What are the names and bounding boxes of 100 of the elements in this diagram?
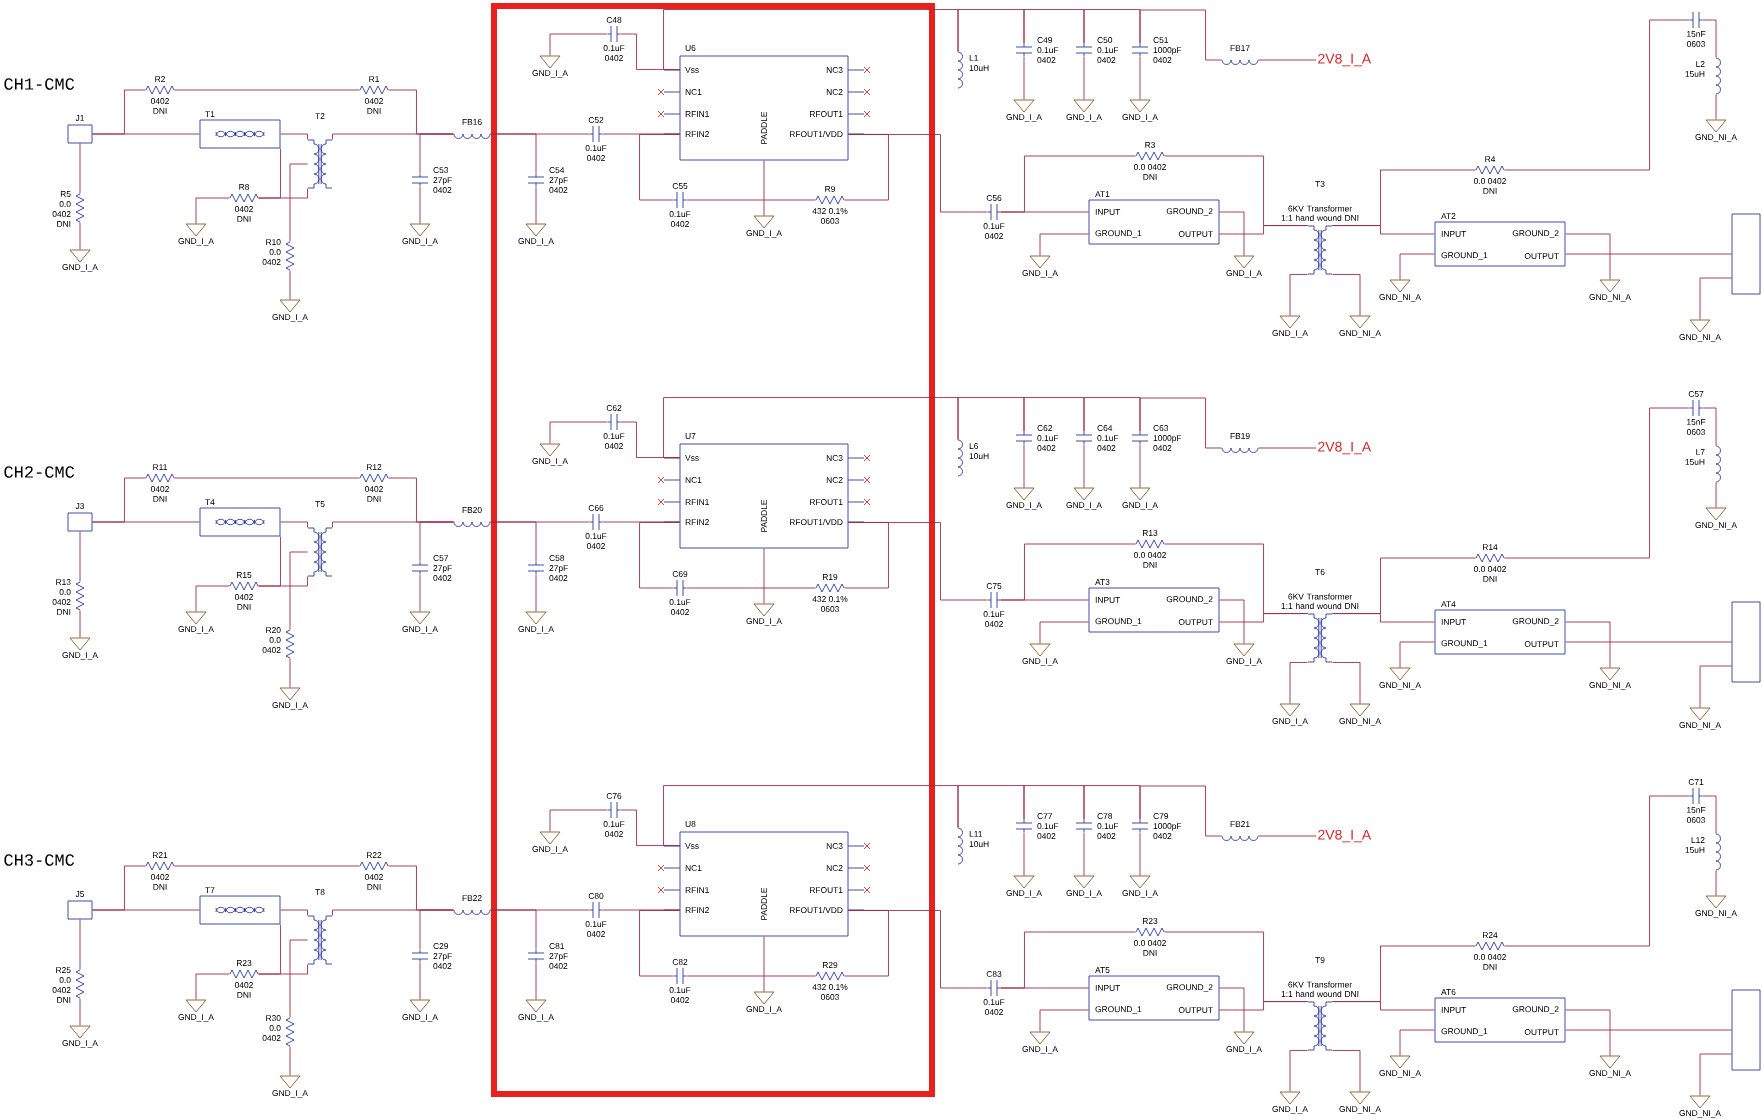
wire <box>848 134 988 213</box>
wire <box>258 188 308 199</box>
wire <box>1039 233 1089 256</box>
wire <box>195 197 230 224</box>
wire <box>763 936 765 992</box>
wire <box>1000 543 1136 601</box>
wire <box>1289 662 1308 704</box>
wire <box>1083 444 1085 488</box>
wire <box>848 910 988 989</box>
wire <box>1139 56 1141 100</box>
wire <box>1289 274 1308 316</box>
wire <box>686 975 816 977</box>
wire <box>1399 641 1435 668</box>
wire <box>1332 945 1476 1003</box>
wire <box>280 909 308 917</box>
wire <box>195 973 230 1001</box>
wire <box>1083 56 1085 100</box>
wire <box>639 522 680 589</box>
wire <box>1332 1050 1361 1092</box>
wire <box>1139 397 1222 449</box>
wire <box>1139 785 1222 837</box>
wire <box>289 270 291 300</box>
wire <box>639 910 680 977</box>
wire <box>92 89 146 135</box>
wire <box>289 1046 291 1076</box>
wire <box>1504 407 1690 559</box>
wire <box>663 785 959 846</box>
wire <box>1083 9 1141 44</box>
wire <box>289 658 291 688</box>
wire <box>258 576 308 587</box>
wire <box>763 160 765 216</box>
wire <box>957 9 1025 52</box>
wire <box>1399 253 1435 280</box>
wire <box>844 134 889 201</box>
wire <box>1565 1029 1732 1031</box>
wire <box>602 133 680 135</box>
wire <box>1565 621 1611 668</box>
wire <box>1699 665 1732 708</box>
wire <box>92 477 146 523</box>
channel-title: CH1-CMC <box>4 78 75 90</box>
channel-title: CH2-CMC <box>4 466 75 478</box>
wire <box>419 133 454 174</box>
wire <box>1000 931 1136 989</box>
wire <box>535 574 537 612</box>
wire <box>957 397 1025 440</box>
wire <box>174 865 360 867</box>
wire <box>79 998 81 1026</box>
wire <box>1332 557 1476 614</box>
wire <box>639 134 680 201</box>
wire <box>419 909 454 950</box>
wire <box>844 910 889 977</box>
wire <box>686 587 816 589</box>
wire <box>848 522 988 601</box>
wire <box>1332 274 1361 316</box>
wire <box>1023 785 1085 820</box>
wire <box>1139 832 1141 876</box>
wire <box>1023 397 1085 432</box>
wire <box>686 199 816 201</box>
wire <box>1565 1009 1611 1056</box>
wire <box>490 521 590 523</box>
wire <box>1139 444 1141 488</box>
wire <box>1399 1029 1435 1056</box>
wire <box>79 610 81 638</box>
wire <box>1699 1053 1732 1096</box>
wire <box>1023 9 1085 44</box>
wire <box>1289 1050 1308 1092</box>
wire <box>1023 832 1025 876</box>
chip-outline <box>1731 213 1761 295</box>
wire <box>79 531 81 582</box>
wire <box>957 785 1025 829</box>
wire <box>1219 1001 1308 1011</box>
wire <box>1219 225 1308 235</box>
wire <box>1715 94 1717 120</box>
wire <box>419 186 421 224</box>
wire <box>1219 613 1308 623</box>
wire <box>1000 155 1136 213</box>
wire <box>289 939 308 1018</box>
wire <box>1332 662 1361 704</box>
wire <box>289 163 308 242</box>
wire <box>195 585 230 612</box>
wire <box>763 548 765 604</box>
wire <box>280 133 308 140</box>
wire <box>490 133 590 135</box>
wire <box>844 522 889 589</box>
wire <box>1702 407 1717 446</box>
wire <box>79 143 81 194</box>
wire <box>1258 835 1317 837</box>
channel-title: CH3-CMC <box>4 854 75 866</box>
wire <box>1565 253 1732 255</box>
wire <box>174 89 360 91</box>
wire <box>79 919 81 970</box>
wire <box>280 521 308 528</box>
wire <box>1023 56 1025 100</box>
wire <box>92 865 146 911</box>
wire <box>1702 795 1717 834</box>
wire <box>1565 641 1732 643</box>
wire <box>1023 444 1025 488</box>
wire <box>1332 169 1476 226</box>
wire <box>535 186 537 224</box>
wire <box>1083 785 1141 820</box>
